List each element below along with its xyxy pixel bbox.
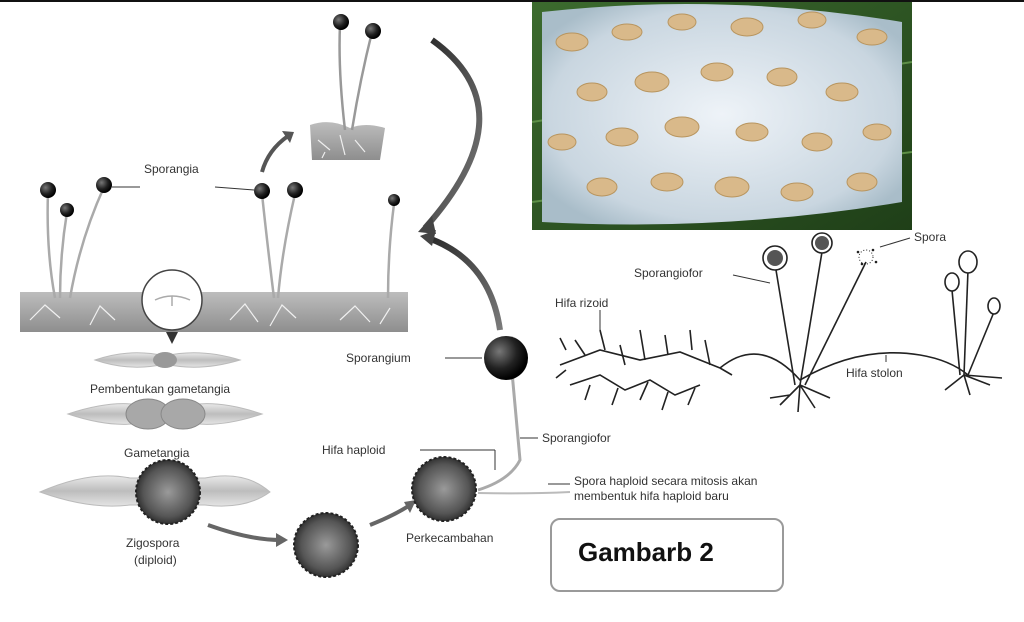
label-gametangia: Gametangia: [124, 446, 190, 460]
caption-box: [550, 518, 784, 592]
label-hifa-stolon: Hifa stolon: [846, 366, 903, 380]
germination-zygospore: [411, 456, 477, 522]
label-spora: Spora: [914, 230, 947, 244]
label-sporangia: Sporangia: [144, 162, 199, 176]
rhizopus-sporangia-heads: [762, 232, 1001, 315]
sporangium-with-stalk: [477, 336, 571, 495]
label-pembentukan-gametangia: Pembentukan gametangia: [90, 382, 231, 396]
gametangia-illustration: [66, 398, 264, 430]
label-perkecambahan: Perkecambahan: [406, 531, 494, 545]
label-sporangiofor-lower: Sporangiofor: [542, 431, 611, 445]
label-diploid: (diploid): [134, 553, 177, 567]
germinating-zygospore: [293, 512, 359, 578]
soil-strip: [20, 292, 408, 332]
label-sporangium: Sporangium: [346, 351, 411, 365]
magnifier-circle: [141, 269, 203, 344]
label-spora-haploid-line2: membentuk hifa haploid baru: [574, 489, 729, 503]
top-sporangia-group: [310, 14, 385, 160]
label-hifa-haploid: Hifa haploid: [322, 443, 386, 457]
label-sporangiofor-upper: Sporangiofor: [634, 266, 703, 280]
label-hifa-rizoid: Hifa rizoid: [555, 296, 609, 310]
zygospore-illustration: [38, 459, 271, 525]
rhizopus-line-drawing: [555, 251, 1003, 413]
label-zigospora: Zigospora: [126, 536, 180, 550]
gametangia-formation-illustration: [93, 352, 242, 368]
tempe-mold-photo: [532, 2, 912, 230]
soil-sporangiophores: [40, 177, 400, 299]
top-border: [0, 0, 1024, 2]
label-spora-haploid-line1: Spora haploid secara mitosis akan: [574, 474, 758, 488]
caption-text: Gambarb 2: [578, 537, 714, 567]
